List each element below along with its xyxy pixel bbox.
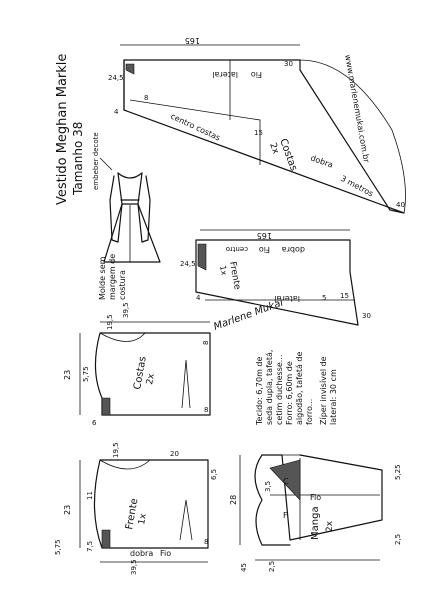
frente-small-count: 1x xyxy=(137,512,149,525)
costas-big-fio: Fio xyxy=(251,70,262,79)
frente-big-dobra: dobra xyxy=(282,245,305,254)
materials-line3: cetim duchesse... xyxy=(275,355,284,425)
costas-small-dim-8: 8 xyxy=(202,341,210,345)
manga-dim-45: 45 xyxy=(240,563,248,572)
costas-big-width: 165 xyxy=(185,36,200,45)
dress-sketch: embeber decote xyxy=(92,132,161,263)
manga-fio: Fio xyxy=(310,493,321,502)
frente-small-piece: Frente 1x dobra Fio 23 19,5 20 11 6,5 5,… xyxy=(54,442,218,575)
frente-big-label: Frente xyxy=(227,261,242,291)
costas-small-count: 2x xyxy=(145,372,157,385)
manga-dim-28: 28 xyxy=(229,495,238,505)
frente-big-count: 1x xyxy=(218,265,229,276)
materials-line2: seda dupla, tafetá, xyxy=(265,350,274,425)
frente-big-piece: 165 Frente 1x dobra Fio centro lateral 2… xyxy=(180,229,371,326)
manga-dim-25a: 2,5 xyxy=(394,534,402,545)
materials-line1: Tecido: 6,70m de xyxy=(255,356,264,426)
frente-small-dim-65: 6,5 xyxy=(210,469,218,480)
title-line2: Tamanho 38 xyxy=(71,122,85,196)
costas-small-piece: Costas 2x 23 39,5 19,5 8 5,75 6 8 xyxy=(63,302,211,427)
materials-line4: Forro: 6,60m de xyxy=(285,361,294,425)
costas-big-dim-8: 8 xyxy=(144,94,148,102)
title-block: Vestido Meghan Markle Tamanho 38 xyxy=(55,54,85,205)
manga-dim-35: 3,5 xyxy=(264,481,272,492)
molde-line3: costura xyxy=(118,270,127,300)
frente-big-dim-4: 4 xyxy=(196,294,201,302)
materials-line7: Zíper invisível de xyxy=(319,356,328,425)
manga-dim-25b: 2,5 xyxy=(268,561,276,572)
frente-small-dim-195: 19,5 xyxy=(112,442,120,458)
costas-small-dim-8b: 8 xyxy=(204,406,208,414)
costas-big-lateral: lateral xyxy=(212,70,238,79)
frente-big-dim-15: 15 xyxy=(340,292,349,300)
manga-letter-f: F xyxy=(283,511,288,520)
frente-small-dim-20: 20 xyxy=(170,450,179,458)
materials-line5: algodão, tafetá de xyxy=(295,352,304,425)
costas-big-dobra: dobra xyxy=(309,153,334,169)
frente-small-dobra: dobra xyxy=(130,549,153,558)
manga-piece: Manga 2x Fio F C 28 3,5 5,25 45 2,5 2,5 xyxy=(229,454,402,572)
frente-small-dim-11: 11 xyxy=(86,491,94,500)
molde-line2: margem de xyxy=(108,254,117,300)
frente-big-dim-30: 30 xyxy=(362,312,371,320)
molde-line1: Molde sem xyxy=(98,256,107,300)
manga-letter-c: C xyxy=(283,477,289,486)
frente-small-dim-575: 5,75 xyxy=(54,539,62,555)
frente-small-dim-23: 23 xyxy=(63,505,72,515)
costas-big-dim-4: 4 xyxy=(114,108,119,116)
costas-big-centro: centro costas xyxy=(169,112,222,143)
embeber-decote-note: embeber decote xyxy=(92,132,100,190)
costas-big-dim-40: 40 xyxy=(396,201,405,209)
materials-line8: lateral: 30 cm xyxy=(329,369,338,425)
frente-small-label: Frente xyxy=(124,498,140,531)
manga-count: 2x xyxy=(325,520,335,532)
materials-note: Tecido: 6,70m de seda dupla, tafetá, cet… xyxy=(255,350,338,426)
costas-small-dim-23: 23 xyxy=(63,370,72,380)
costas-big-dim-245: 24,5 xyxy=(108,74,124,82)
manga-label: Manga xyxy=(310,506,321,540)
frente-small-dim-75: 7,5 xyxy=(86,541,94,552)
costas-small-dim-6: 6 xyxy=(92,419,97,427)
title-line1: Vestido Meghan Markle xyxy=(55,54,70,205)
costas-small-dim-395: 39,5 xyxy=(122,302,130,318)
no-seam-allowance-note: Molde sem margem de costura xyxy=(98,254,127,300)
frente-big-width: 165 xyxy=(257,231,272,240)
website-url: www.marlenemukai.com.br xyxy=(343,54,371,164)
frente-big-dim-5: 5 xyxy=(322,294,326,302)
frente-big-lateral: lateral xyxy=(274,294,300,303)
costas-big-count: 2x xyxy=(267,142,280,156)
frente-big-dim-245: 24,5 xyxy=(180,260,196,268)
frente-small-fio: Fio xyxy=(160,549,171,558)
frente-big-fio: Fio xyxy=(259,245,270,254)
manga-dim-525: 5,25 xyxy=(394,464,402,480)
frente-small-dim-395: 39,5 xyxy=(130,559,138,575)
costas-small-dim-575: 5,75 xyxy=(82,366,90,382)
frente-big-centro: centro xyxy=(226,245,248,253)
costas-big-dim-30: 30 xyxy=(284,60,293,68)
costas-big-dim-15: 15 xyxy=(254,129,263,137)
frente-small-dim-8: 8 xyxy=(204,538,208,546)
materials-line6: forro... xyxy=(305,399,314,425)
costas-small-dim-195: 19,5 xyxy=(106,314,114,330)
